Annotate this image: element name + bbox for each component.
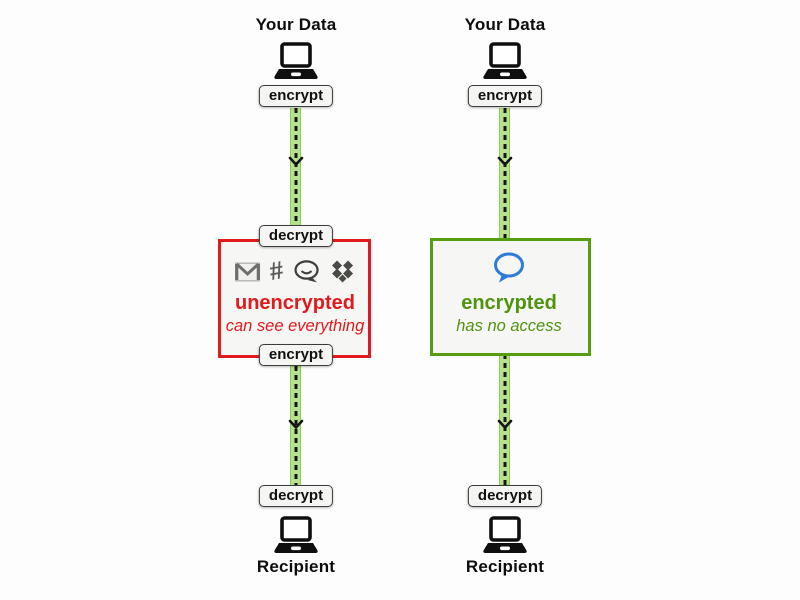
arrow-down-icon [288,156,304,166]
unencrypted-subtitle: can see everything [225,317,365,335]
slack-icon: # [267,256,286,287]
right-source-label: Your Data [464,15,546,34]
left-source-label: Your Data [255,15,337,34]
arrow-down-icon [497,156,513,166]
left-pipe-upper [290,108,301,240]
arrow-down-icon [497,419,513,429]
left-decrypt-mid-button: decrypt [258,225,334,247]
arrow-down-icon [288,419,304,429]
laptop-icon [274,516,318,553]
gmail-icon [235,262,261,282]
encrypted-subtitle: has no access [456,317,562,335]
left-recipient-label: Recipient [256,557,336,576]
dropbox-icon [331,260,353,283]
encrypted-title: encrypted [461,292,557,314]
left-decrypt-bottom-button: decrypt [258,485,334,507]
chat-bubble-icon [494,252,524,283]
right-pipe-upper [499,108,510,240]
laptop-icon [483,42,527,79]
right-encrypt-top-button: encrypt [467,85,543,107]
right-decrypt-bottom-button: decrypt [467,485,543,507]
laptop-icon [274,42,318,79]
encrypted-service-box [430,238,591,356]
service-icons-row: # [235,256,356,287]
chat-bubble-icon [294,259,319,282]
unencrypted-title: unencrypted [234,292,356,314]
left-encrypt-mid-button: encrypt [258,344,334,366]
right-recipient-label: Recipient [465,557,545,576]
left-encrypt-top-button: encrypt [258,85,334,107]
laptop-icon [483,516,527,553]
